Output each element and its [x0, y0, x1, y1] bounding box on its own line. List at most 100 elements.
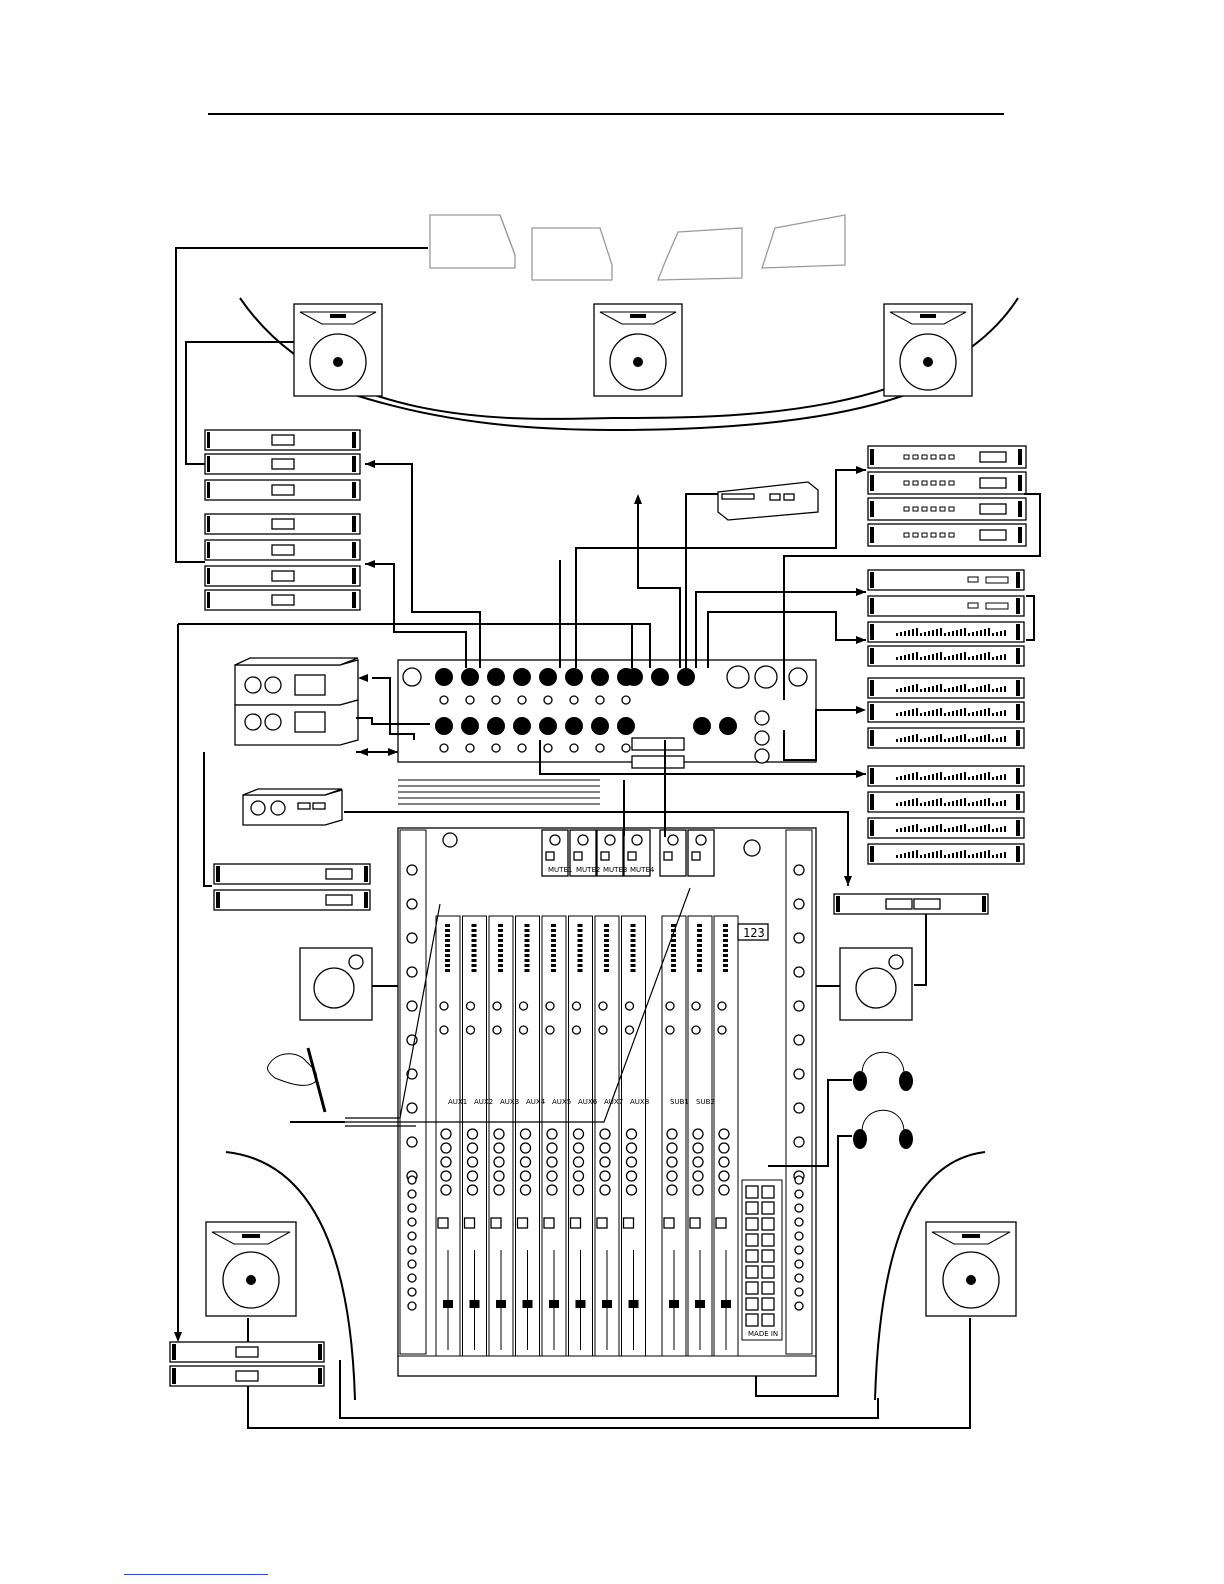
eq-knob — [794, 1137, 804, 1147]
aux-label: AUX5 — [552, 1098, 571, 1106]
jack-socket — [591, 668, 609, 686]
aux-knob — [408, 1260, 416, 1268]
xlr-input — [443, 833, 457, 847]
main-speakers — [294, 304, 972, 396]
floor-speaker — [926, 1222, 1016, 1316]
eq-knob — [407, 967, 417, 977]
eq-knob — [794, 1035, 804, 1045]
matrix-button — [762, 1314, 774, 1326]
jack-socket — [461, 668, 479, 686]
small-jack — [622, 696, 630, 704]
headphones — [853, 1110, 913, 1149]
talkback-mic-socket — [744, 840, 760, 856]
aux-label: AUX7 — [604, 1098, 623, 1106]
matrix-button — [762, 1234, 774, 1246]
insert-block — [632, 756, 684, 768]
jack-socket — [487, 668, 505, 686]
aux-knob — [795, 1218, 803, 1226]
aux-label: AUX3 — [500, 1098, 519, 1106]
power-amp — [205, 540, 360, 560]
headphones — [853, 1052, 913, 1091]
jack-socket — [719, 717, 737, 735]
jack-socket — [435, 717, 453, 735]
matrix-button — [746, 1186, 758, 1198]
small-jack — [466, 696, 474, 704]
eq-knob — [407, 1137, 417, 1147]
matrix-button — [746, 1234, 758, 1246]
stereo-effects-unit — [235, 700, 358, 745]
aux-knob — [795, 1302, 803, 1310]
footer-link-underline[interactable] — [124, 1574, 268, 1575]
aux-knob — [408, 1176, 416, 1184]
small-jack — [492, 744, 500, 752]
small-jack — [518, 696, 526, 704]
aux-knob — [795, 1190, 803, 1198]
matrix-button — [746, 1202, 758, 1214]
matrix-button — [746, 1282, 758, 1294]
counter-text: 123 — [743, 926, 765, 940]
rack-unit-right — [834, 894, 988, 914]
matrix-button — [746, 1314, 758, 1326]
rack-unit-left — [214, 864, 370, 884]
small-jack — [596, 696, 604, 704]
wedge-monitor — [532, 228, 612, 280]
eq-knob — [407, 933, 417, 943]
processor-unit — [868, 498, 1026, 520]
eq-knob — [794, 1103, 804, 1113]
processor-unit — [868, 524, 1026, 546]
aux-knob — [795, 1246, 803, 1254]
gate-compressor-unit — [868, 728, 1024, 748]
wedge-monitor — [658, 228, 742, 280]
aux-knob — [408, 1302, 416, 1310]
aux-knob — [795, 1274, 803, 1282]
processor-racks-right — [868, 446, 1026, 864]
wedge-monitor — [762, 215, 845, 268]
main-speaker — [884, 304, 972, 396]
small-jack — [440, 696, 448, 704]
gate-compressor-unit — [868, 702, 1024, 722]
jack-socket — [693, 717, 711, 735]
jack-socket — [677, 668, 695, 686]
sub-label: SUB1 — [670, 1098, 689, 1106]
aux-knob — [408, 1246, 416, 1254]
side-speaker-left — [300, 948, 372, 1020]
matrix-button — [762, 1218, 774, 1230]
matrix-button — [746, 1266, 758, 1278]
jack-socket — [651, 668, 669, 686]
aux-knob — [795, 1232, 803, 1240]
jack-socket — [617, 717, 635, 735]
gate-compressor-unit — [868, 766, 1024, 786]
small-jack — [570, 744, 578, 752]
eq-knob — [794, 899, 804, 909]
matrix-button — [746, 1250, 758, 1262]
matrix-button — [762, 1298, 774, 1310]
wedge-monitors — [430, 215, 845, 280]
jack-socket — [565, 668, 583, 686]
matrix-button — [746, 1298, 758, 1310]
hand-with-pen — [267, 1048, 325, 1112]
main-speaker — [294, 304, 382, 396]
eq-knob — [794, 1069, 804, 1079]
aux-knob — [408, 1204, 416, 1212]
aux-knob — [795, 1288, 803, 1296]
matrix-button — [762, 1266, 774, 1278]
aux-knob — [795, 1204, 803, 1212]
small-jack — [544, 744, 552, 752]
group-module — [660, 830, 686, 876]
jack-socket — [591, 717, 609, 735]
gate-compressor-unit — [868, 622, 1024, 642]
processor-unit — [868, 446, 1026, 468]
insert-block — [632, 738, 684, 750]
mute-label: MUTE3 — [603, 866, 627, 874]
effects-processor — [243, 789, 342, 825]
jack-socket — [513, 717, 531, 735]
matrix-button — [762, 1282, 774, 1294]
matrix-button — [762, 1186, 774, 1198]
jack-socket — [565, 717, 583, 735]
power-amp — [205, 566, 360, 586]
group-module — [688, 830, 714, 876]
module-tag: MADE IN — [748, 1330, 778, 1338]
amp-rack-bottom — [170, 1342, 324, 1386]
aux-label: AUX6 — [578, 1098, 598, 1106]
